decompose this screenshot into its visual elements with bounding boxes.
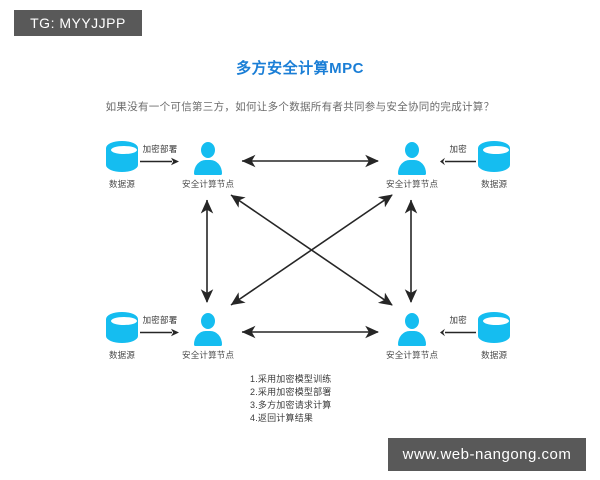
node-group-top-left: 数据源 加密部署 安全计算节点 <box>106 141 234 190</box>
compute-node-bottom-right: 安全计算节点 <box>386 312 438 361</box>
node-group-top-right: 数据源 加密 安全计算节点 <box>386 141 511 190</box>
data-source-label: 数据源 <box>108 179 136 189</box>
encrypt-link-bottom-right: 加密 <box>440 312 477 337</box>
watermark-bottom-text: www.web-nangong.com <box>402 446 572 463</box>
step-item: 2.采用加密模型部署 <box>250 387 332 397</box>
database-cylinder-icon <box>106 141 138 175</box>
data-source-bottom-right: 数据源 <box>478 312 511 361</box>
encrypt-link-label: 加密 <box>449 144 467 154</box>
data-source-top-left: 数据源 <box>106 141 138 190</box>
compute-node-top-right: 安全计算节点 <box>386 141 438 190</box>
encrypt-link-top-right: 加密 <box>440 141 477 166</box>
data-source-bottom-left: 数据源 <box>106 312 138 361</box>
encrypt-link-top-left: 加密部署 <box>140 141 180 166</box>
watermark-top-text: TG: MYYJJPP <box>30 15 126 31</box>
steps-list: 1.采用加密模型训练 2.采用加密模型部署 3.多方加密请求计算 4.返回计算结… <box>250 373 332 425</box>
page-title: 多方安全计算MPC <box>236 60 364 77</box>
compute-node-label: 安全计算节点 <box>182 179 235 189</box>
page-subtitle: 如果没有一个可信第三方，如何让多个数据所有者共同参与安全协同的完成计算？ <box>105 101 495 113</box>
encrypt-arrow-icon <box>440 157 477 166</box>
database-cylinder-icon <box>106 312 138 346</box>
person-node-icon <box>191 312 225 346</box>
watermark-top: TG: MYYJJPP <box>14 10 142 36</box>
encrypt-link-label: 加密 <box>449 315 467 325</box>
node-group-bottom-right: 数据源 加密 安全计算节点 <box>386 312 511 361</box>
person-node-icon <box>395 141 429 175</box>
compute-node-top-left: 安全计算节点 <box>182 141 234 190</box>
encrypt-arrow-icon <box>440 328 477 337</box>
encrypt-link-label: 加密部署 <box>142 315 178 325</box>
connection-diagonal-b <box>230 194 393 306</box>
encrypt-arrow-icon <box>140 157 179 166</box>
data-source-label: 数据源 <box>108 350 136 360</box>
compute-node-label: 安全计算节点 <box>386 350 439 360</box>
person-node-icon <box>395 312 429 346</box>
encrypt-link-bottom-left: 加密部署 <box>140 312 180 337</box>
encrypt-arrow-icon <box>140 328 179 337</box>
encrypt-link-label: 加密部署 <box>142 144 178 154</box>
node-group-bottom-left: 数据源 加密部署 安全计算节点 <box>106 312 234 361</box>
database-cylinder-icon <box>478 141 511 175</box>
compute-node-bottom-left: 安全计算节点 <box>182 312 234 361</box>
watermark-bottom: www.web-nangong.com <box>388 438 586 471</box>
data-source-top-right: 数据源 <box>478 141 511 190</box>
step-item: 3.多方加密请求计算 <box>250 400 332 410</box>
data-source-label: 数据源 <box>481 350 508 360</box>
step-item: 4.返回计算结果 <box>250 413 314 423</box>
compute-node-label: 安全计算节点 <box>386 179 439 189</box>
compute-node-label: 安全计算节点 <box>182 350 235 360</box>
data-source-label: 数据源 <box>481 179 508 189</box>
connection-diagonal-a <box>230 194 393 306</box>
person-node-icon <box>191 141 225 175</box>
step-item: 1.采用加密模型训练 <box>250 374 332 384</box>
database-cylinder-icon <box>478 312 511 346</box>
